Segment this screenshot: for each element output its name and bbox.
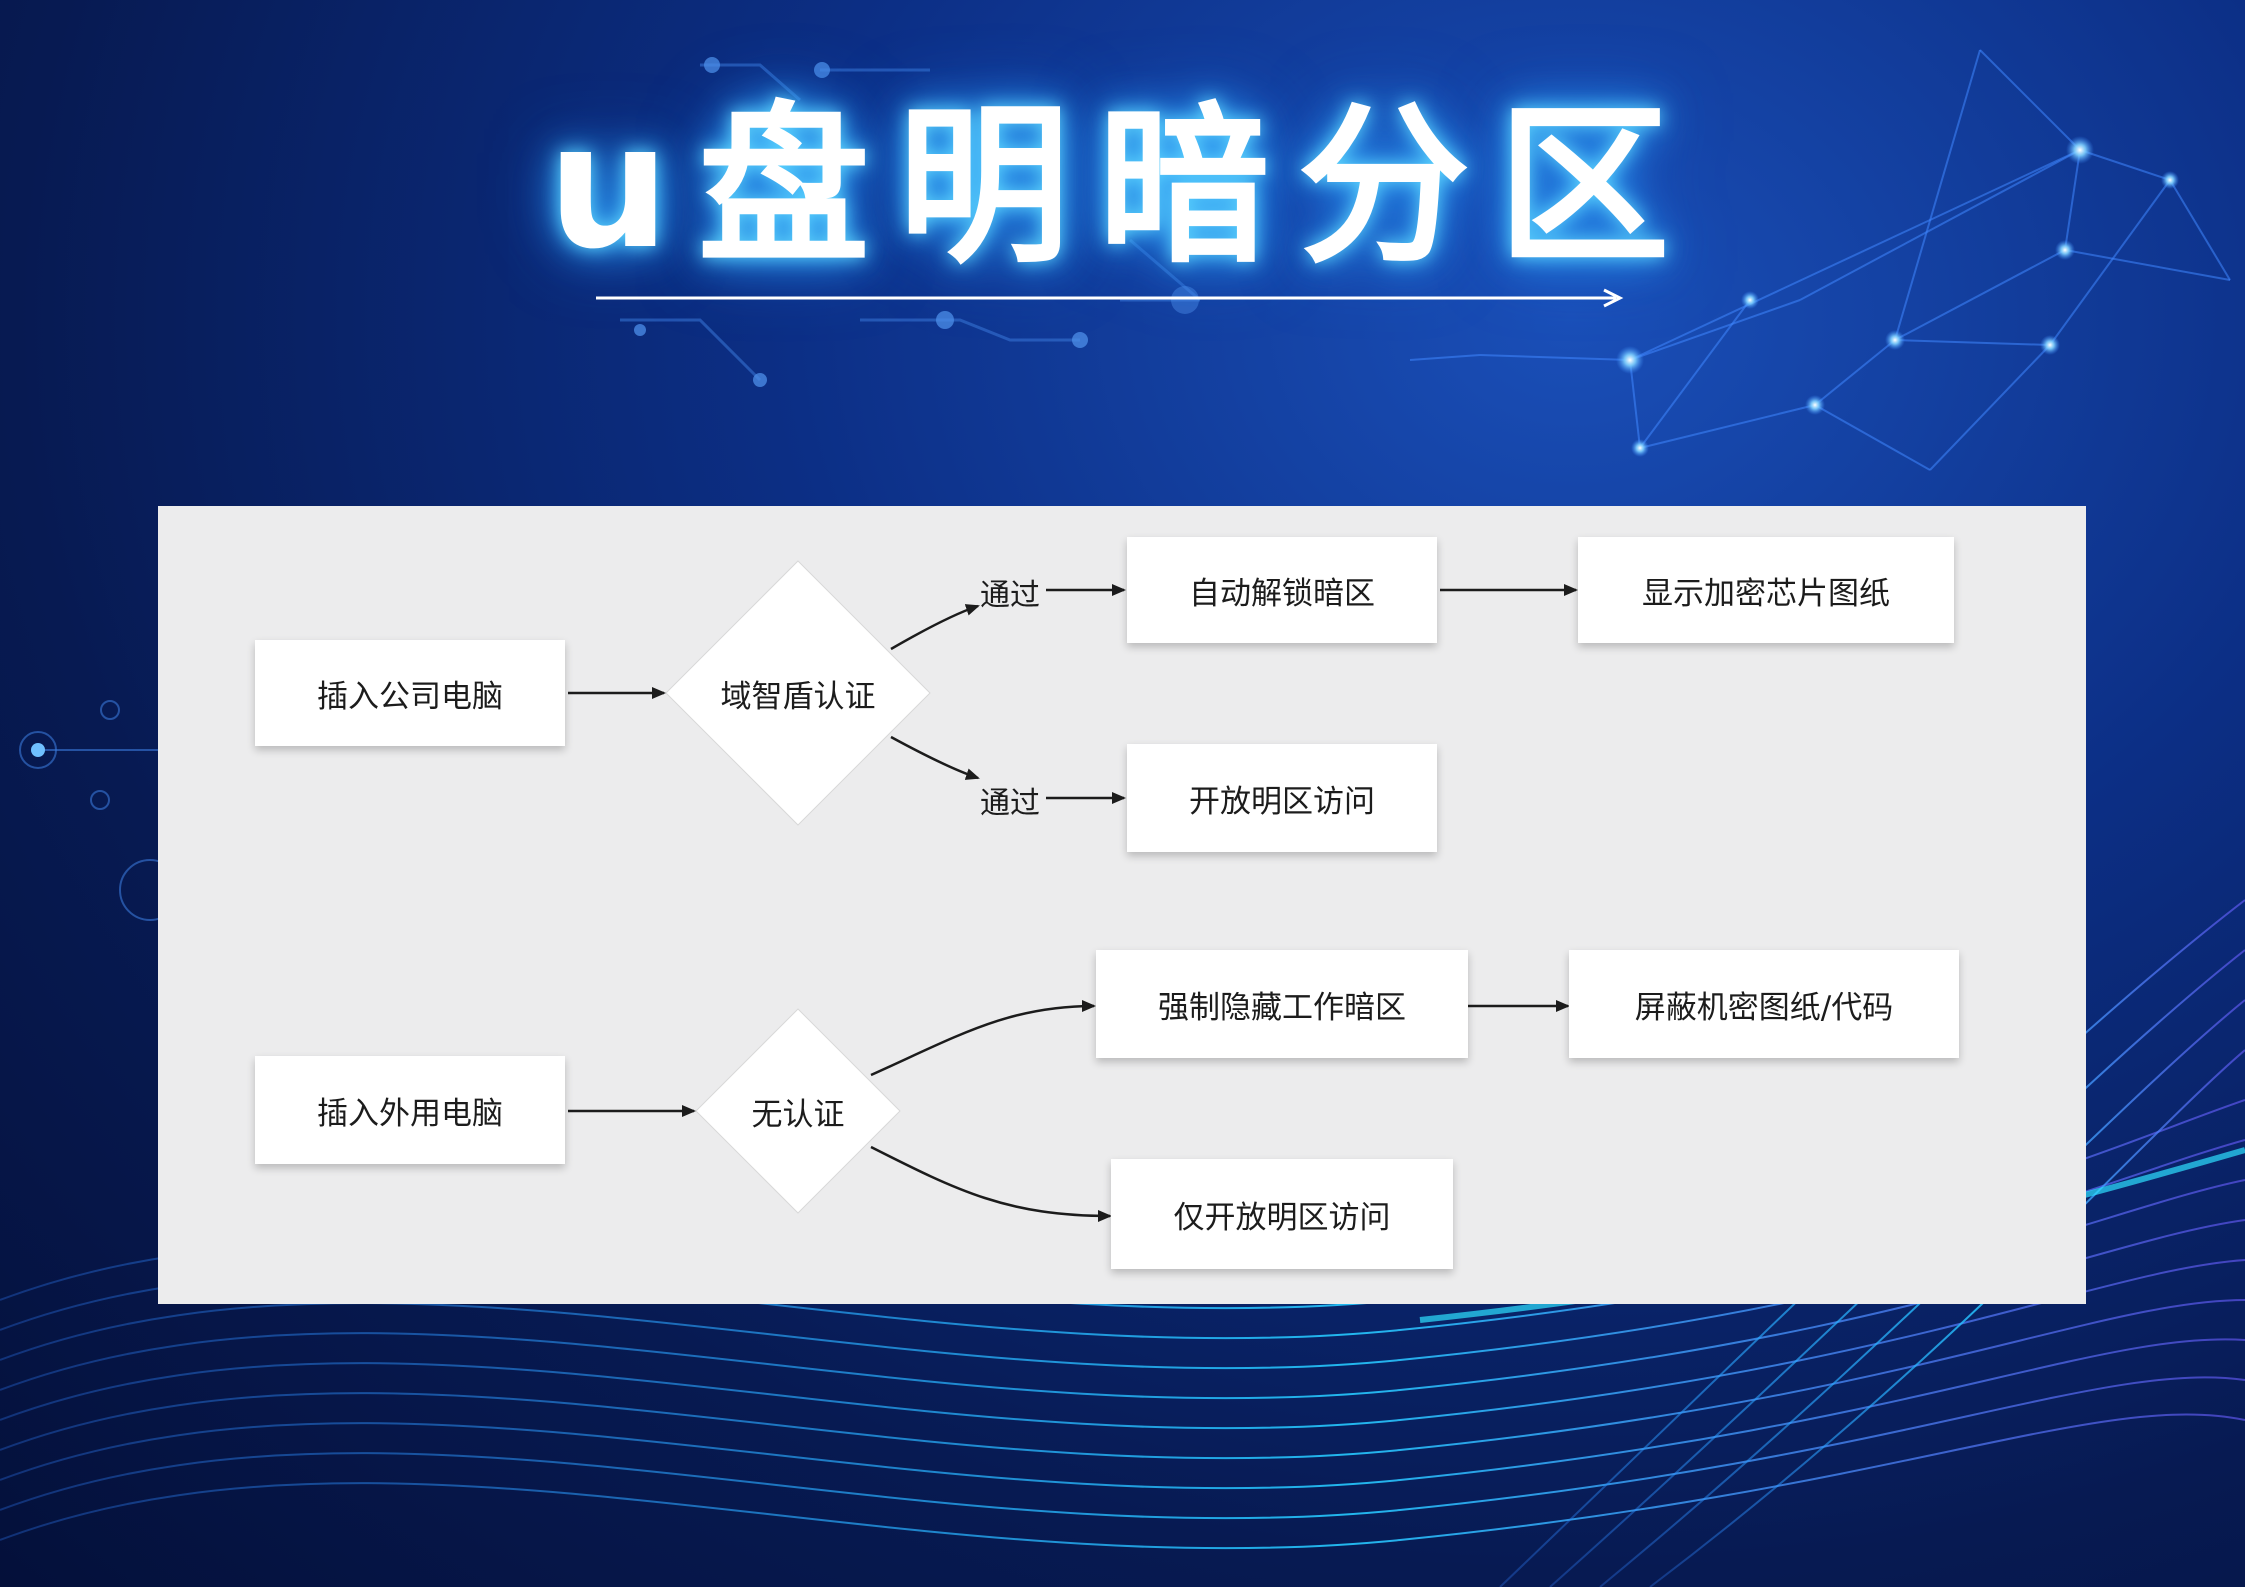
arrow-decision2-to-bottom	[870, 1145, 1112, 1222]
edge-label-pass-top: 通过	[980, 578, 1040, 613]
left-edge-decoration	[19, 700, 181, 921]
decision-domain-shield-auth: 域智盾认证	[720, 678, 876, 715]
circuit-dots	[634, 57, 1199, 387]
node-only-public-access: 仅开放明区访问	[1111, 1159, 1453, 1269]
node-force-hide-work-area: 强制隐藏工作暗区	[1096, 950, 1468, 1058]
node-insert-external-pc: 插入外用电脑	[255, 1056, 565, 1164]
title-underline	[596, 288, 1624, 308]
node-open-public-access: 开放明区访问	[1127, 744, 1437, 852]
node-block-confidential: 屏蔽机密图纸/代码	[1569, 950, 1959, 1058]
node-show-encrypted-drawings: 显示加密芯片图纸	[1578, 537, 1954, 643]
network-nodes	[1616, 136, 2179, 457]
arrow-decision1-to-top	[890, 604, 980, 651]
arrow-decision1-to-bottom	[890, 735, 980, 780]
decision-diamond-2	[695, 1008, 901, 1214]
decision-diamond-1	[665, 560, 931, 826]
flow-connectors	[568, 560, 1578, 1222]
page-title: u盘明暗分区	[547, 86, 1698, 287]
decision-no-auth: 无认证	[751, 1096, 845, 1133]
edge-label-pass-bottom: 通过	[980, 786, 1040, 821]
flowchart-panel: 插入公司电脑 域智盾认证 通过 通过 自动解锁暗区 显示加密芯片图纸 开放明区访…	[158, 506, 2086, 1304]
network-mesh	[1409, 49, 2231, 471]
arrow-decision2-to-top	[870, 1000, 1096, 1077]
node-auto-unlock-hidden: 自动解锁暗区	[1127, 537, 1437, 643]
node-insert-company-pc: 插入公司电脑	[255, 640, 565, 746]
